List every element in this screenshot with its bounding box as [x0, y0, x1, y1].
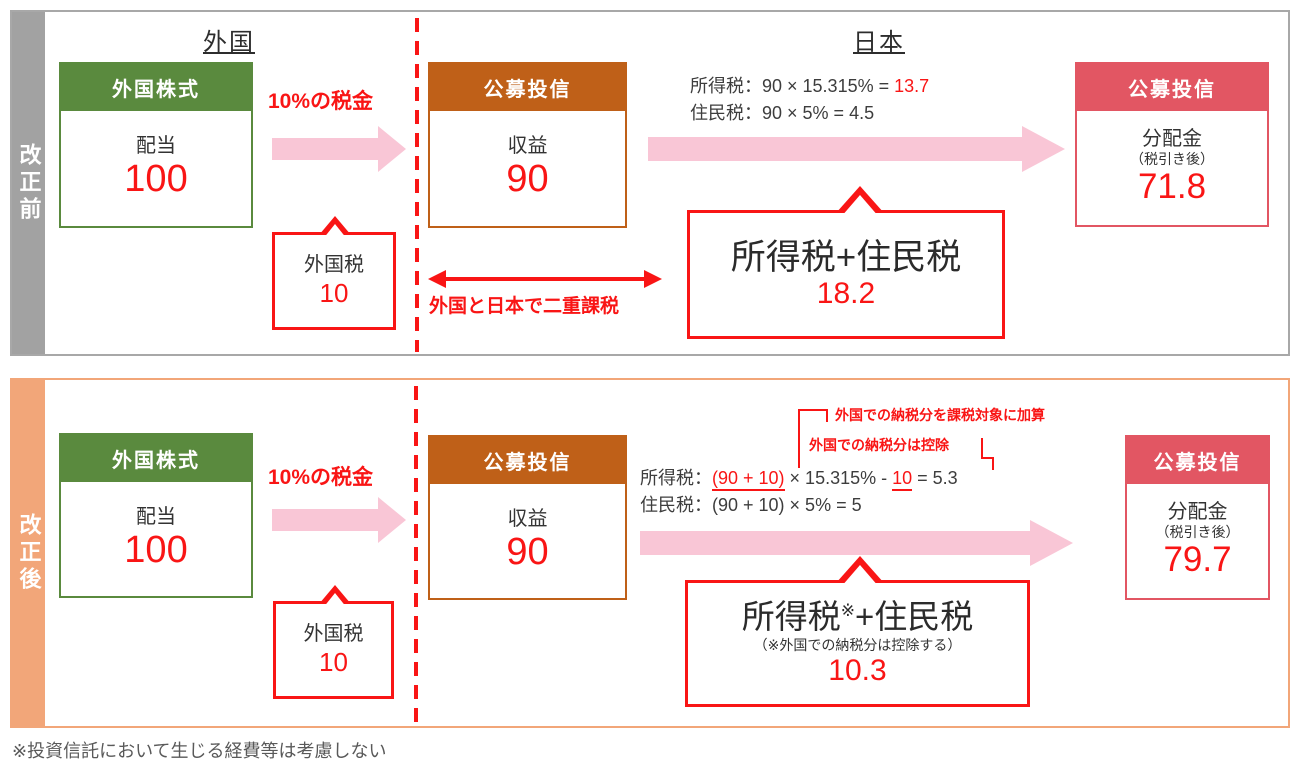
total-tax-value: 10.3	[828, 653, 887, 687]
foreign-tax-label: 外国税	[304, 254, 364, 277]
distribution-flow-arrow-before	[648, 126, 1068, 172]
profit-label: 収益	[507, 507, 548, 530]
after-tax-sublabel: （税引き後）	[1130, 151, 1214, 168]
withholding-tax-label-before: 10%の税金	[268, 90, 374, 113]
distribution-value: 79.7	[1163, 540, 1232, 580]
reference-mark: ※	[840, 600, 855, 620]
dividend-label: 配当	[136, 135, 176, 158]
total-tax-note: （※外国での納税分は控除する）	[753, 636, 962, 653]
foreign-tax-value: 10	[319, 278, 349, 309]
total-tax-callout-before: 所得税+住民税 18.2	[687, 186, 1005, 339]
fund-box-header: 公募投信	[430, 64, 625, 111]
double-tax-label: 外国と日本で二重課税	[429, 296, 620, 317]
withholding-tax-label-after: 10%の税金	[268, 466, 374, 489]
tax-formulas-after: 所得税：(90 + 10) × 15.315% - 10 = 5.3 住民税：(…	[640, 465, 958, 519]
resident-tax-formula-after: 住民税：(90 + 10) × 5% = 5	[640, 495, 862, 515]
dividend-value: 100	[124, 158, 188, 201]
distribution-box-after: 公募投信 分配金 （税引き後） 79.7	[1125, 435, 1270, 600]
foreign-tax-callout-after: 外国税 10	[273, 585, 394, 699]
deducted-amount: 10	[892, 468, 913, 491]
total-tax-title: 所得税+住民税	[730, 237, 962, 277]
heading-japan: 日本	[853, 29, 905, 56]
annotation-connector-lines	[798, 409, 994, 470]
total-tax-title: 所得税※+住民税	[741, 597, 974, 635]
double-tax-arrow-left-head	[428, 270, 446, 288]
foreign-tax-callout-before: 外国税 10	[272, 216, 396, 330]
country-border-dashed-line-after	[414, 386, 418, 722]
distribution-box-header: 公募投信	[1127, 437, 1268, 484]
distribution-label: 分配金	[1142, 128, 1202, 151]
after-tax-sublabel: （税引き後）	[1155, 524, 1240, 541]
distribution-value: 71.8	[1137, 167, 1207, 207]
distribution-box-before: 公募投信 分配金 （税引き後） 71.8	[1075, 62, 1269, 227]
distribution-box-header: 公募投信	[1077, 64, 1267, 111]
profit-label: 収益	[507, 135, 548, 158]
distribution-flow-arrow-after	[640, 520, 1073, 566]
foreign-tax-value: 10	[319, 647, 348, 678]
foreign-stock-box-before: 外国株式 配当 100	[59, 62, 253, 228]
dividend-flow-arrow-after	[272, 497, 406, 543]
foreign-stock-box-header: 外国株式	[61, 435, 251, 482]
dividend-flow-arrow-before	[272, 126, 406, 172]
income-tax-result: 13.7	[894, 76, 930, 96]
foreign-stock-box-after: 外国株式 配当 100	[59, 433, 253, 598]
total-tax-value: 18.2	[816, 276, 876, 310]
fund-box-header: 公募投信	[430, 437, 625, 484]
double-tax-arrow-right-head	[644, 270, 662, 288]
dividend-value: 100	[124, 528, 188, 571]
fund-box-after: 公募投信 収益 90	[428, 435, 627, 600]
resident-tax-formula-before: 住民税：90 × 5% = 4.5	[690, 103, 875, 123]
foreign-tax-label: 外国税	[303, 623, 364, 646]
profit-value: 90	[506, 530, 549, 573]
country-border-dashed-line-before	[415, 18, 419, 352]
taxable-base: (90 + 10)	[712, 468, 785, 491]
annotation-add-to-taxable: 外国での納税分を課税対象に加算	[835, 407, 1045, 423]
income-tax-formula-before: 所得税：90 × 15.315% = 13.7	[690, 76, 930, 96]
panel-after-side-label: 改正後	[12, 380, 45, 726]
double-tax-arrow-line	[444, 277, 646, 281]
tax-formulas-before: 所得税：90 × 15.315% = 13.7 住民税：90 × 5% = 4.…	[690, 73, 929, 127]
foreign-stock-box-header: 外国株式	[61, 64, 251, 111]
income-tax-formula-after: 所得税：(90 + 10) × 15.315% - 10 = 5.3	[640, 465, 958, 492]
heading-foreign-country: 外国	[203, 29, 255, 56]
fund-box-before: 公募投信 収益 90	[428, 62, 627, 228]
dividend-label: 配当	[136, 505, 176, 528]
distribution-label: 分配金	[1167, 501, 1228, 524]
total-tax-callout-after: 所得税※+住民税 （※外国での納税分は控除する） 10.3	[685, 556, 1030, 707]
annotation-deduct: 外国での納税分は控除	[809, 437, 949, 453]
panel-before-side-label: 改正前	[12, 12, 45, 354]
profit-value: 90	[506, 158, 549, 201]
footnote: ※投資信託において生じる経費等は考慮しない	[12, 741, 387, 761]
